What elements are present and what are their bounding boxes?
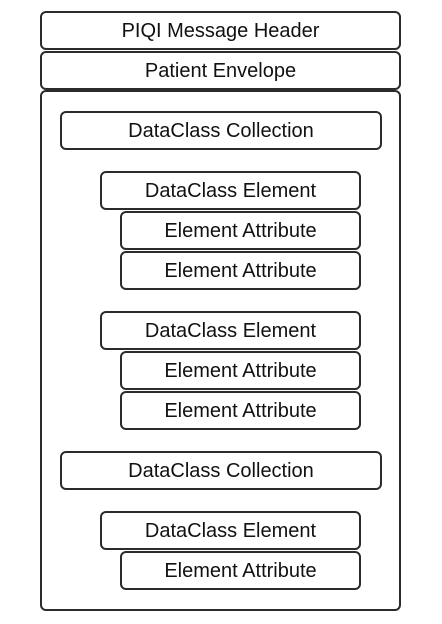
dataclass-collection-box: DataClass Collection — [60, 111, 382, 150]
element-attribute-label: Element Attribute — [164, 559, 317, 582]
patient-envelope-box: Patient Envelope — [40, 51, 401, 90]
dataclass-collection-label: DataClass Collection — [128, 459, 314, 482]
dataclass-collection-box: DataClass Collection — [60, 451, 382, 490]
patient-envelope-label: Patient Envelope — [144, 59, 297, 82]
element-attribute-label: Element Attribute — [164, 399, 317, 422]
dataclass-element-box: DataClass Element — [100, 171, 361, 210]
element-attribute-label: Element Attribute — [164, 359, 317, 382]
message-header-box: PIQI Message Header — [40, 11, 401, 50]
dataclass-element-label: DataClass Element — [144, 319, 317, 342]
element-attribute-label: Element Attribute — [164, 219, 317, 242]
message-header-label: PIQI Message Header — [121, 19, 320, 42]
element-attribute-label: Element Attribute — [164, 259, 317, 282]
element-attribute-box: Element Attribute — [120, 391, 361, 430]
dataclass-collection-label: DataClass Collection — [128, 119, 314, 142]
dataclass-element-box: DataClass Element — [100, 511, 361, 550]
dataclass-element-label: DataClass Element — [144, 519, 317, 542]
dataclass-element-label: DataClass Element — [144, 179, 317, 202]
dataclass-element-box: DataClass Element — [100, 311, 361, 350]
element-attribute-box: Element Attribute — [120, 251, 361, 290]
element-attribute-box: Element Attribute — [120, 551, 361, 590]
element-attribute-box: Element Attribute — [120, 211, 361, 250]
element-attribute-box: Element Attribute — [120, 351, 361, 390]
